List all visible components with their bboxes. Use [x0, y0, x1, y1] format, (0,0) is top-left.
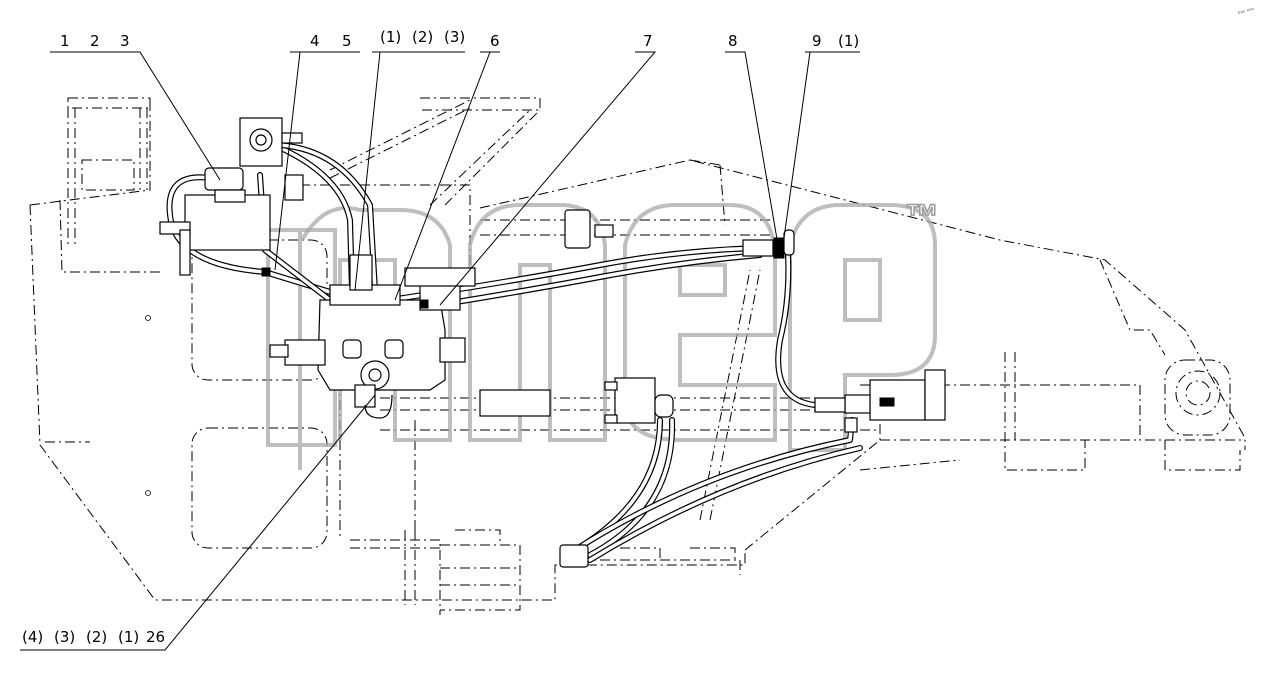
- callout-3: 3: [120, 32, 130, 50]
- callout-labels: 1 2 3 4 5 (1) (2) (3) 6 7 8 9 (1) (4) (3…: [22, 28, 859, 646]
- callout-bottom-p1: (1): [118, 628, 139, 646]
- corner-code: ᵏᵃˢ ᵒᵒᵒ: [1237, 7, 1255, 18]
- callout-26: 26: [146, 628, 165, 646]
- callout-5: 5: [342, 32, 352, 50]
- leader-lines: [20, 51, 860, 651]
- callout-bottom-p4: (4): [22, 628, 43, 646]
- callout-bottom-p2: (2): [86, 628, 107, 646]
- component-parts: [159, 117, 946, 568]
- callout-2: 2: [90, 32, 100, 50]
- callout-bottom-p3: (3): [54, 628, 75, 646]
- callout-p2: (2): [412, 28, 433, 46]
- hose-lines: [166, 137, 863, 563]
- mount-hole: [145, 490, 151, 496]
- trademark-symbol: ™: [905, 198, 939, 236]
- control-valve: [269, 254, 476, 419]
- callout-8: 8: [728, 32, 738, 50]
- callout-p1: (1): [380, 28, 401, 46]
- callout-4: 4: [310, 32, 320, 50]
- callout-1: 1: [60, 32, 70, 50]
- callout-9: 9: [812, 32, 822, 50]
- callout-9-p1: (1): [838, 32, 859, 50]
- callout-7: 7: [643, 32, 653, 50]
- callout-p3: (3): [444, 28, 465, 46]
- frame-outline: [29, 97, 1246, 615]
- mount-hole: [145, 315, 151, 321]
- callout-6: 6: [490, 32, 500, 50]
